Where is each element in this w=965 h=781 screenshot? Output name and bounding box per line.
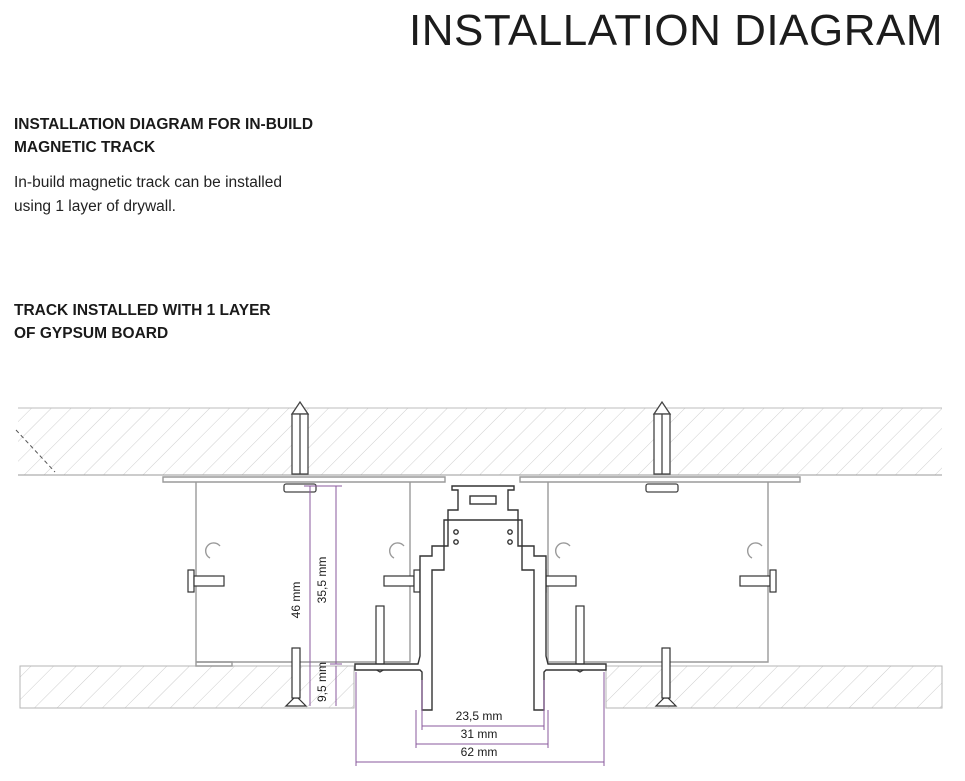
- dimension-height-track: 35,5 mm: [315, 557, 329, 604]
- section-heading: TRACK INSTALLED WITH 1 LAYER OF GYPSUM B…: [14, 299, 314, 345]
- dimension-height-total: 46 mm: [289, 582, 303, 619]
- intro-description-line2: using 1 layer of drywall.: [14, 198, 176, 215]
- intro-heading-line1: INSTALLATION DIAGRAM FOR IN-BUILD: [14, 116, 314, 133]
- installation-diagram: 46 mm 35,5 mm 9,5 mm 23,5 mm 31 mm 62 mm: [15, 400, 943, 766]
- dimension-width-body: 31 mm: [461, 727, 498, 741]
- intro-heading: INSTALLATION DIAGRAM FOR IN-BUILD MAGNET…: [14, 113, 344, 159]
- ceiling-frame-left: [162, 476, 446, 667]
- dimension-height-board: 9,5 mm: [315, 662, 329, 702]
- dimension-width-inner: 23,5 mm: [456, 709, 503, 723]
- vertical-dimension-lines: [304, 485, 342, 706]
- intro-heading-line2: MAGNETIC TRACK: [14, 139, 156, 156]
- frame-screw-2: [383, 569, 421, 593]
- intro-description: In-build magnetic track can be installed…: [14, 171, 334, 219]
- dimension-width-total: 62 mm: [461, 745, 498, 759]
- frame-screw-4: [739, 569, 777, 593]
- horizontal-dimension-lines: [355, 672, 605, 766]
- magnetic-track-profile: [354, 485, 607, 711]
- gypsum-board: [19, 665, 943, 709]
- page-title: INSTALLATION DIAGRAM: [408, 6, 943, 55]
- board-screw-left: [284, 647, 308, 707]
- board-screw-right: [654, 647, 678, 707]
- section-heading-line2: OF GYPSUM BOARD: [14, 325, 169, 342]
- frame-screw-1: [187, 569, 225, 593]
- intro-description-line1: In-build magnetic track can be installed: [14, 174, 282, 191]
- section-heading-line1: TRACK INSTALLED WITH 1 LAYER: [14, 302, 271, 319]
- ceiling-anchor-left: [283, 400, 317, 493]
- ceiling-slab: [15, 407, 942, 476]
- ceiling-frame-right: [519, 476, 801, 663]
- ceiling-anchor-right: [645, 400, 679, 493]
